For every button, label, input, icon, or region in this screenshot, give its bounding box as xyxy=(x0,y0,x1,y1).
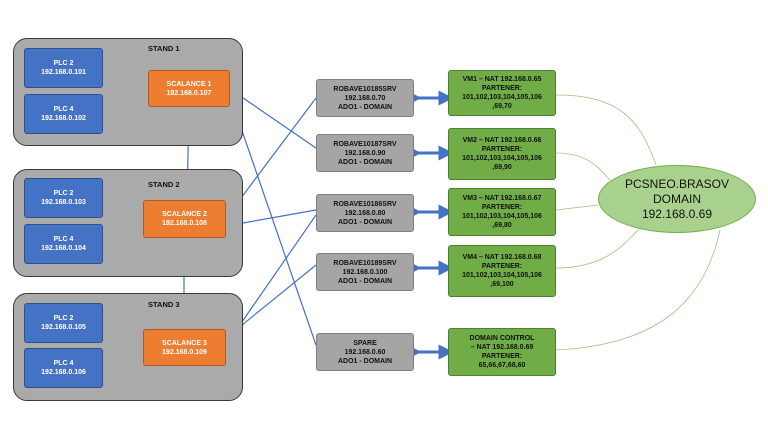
server-name: ROBAVE10187SRV xyxy=(333,140,397,148)
vm-box: VM3 – NAT 192.168.0.67 PARTENER: 101,102… xyxy=(448,188,556,236)
server-name: ROBAVE10189SRV xyxy=(333,259,397,267)
vm-partener-label: PARTENER: xyxy=(481,146,523,153)
scalance-box: SCALANCE 3 192.168.0.109 xyxy=(143,329,226,366)
scalance-ip: 192.168.0.108 xyxy=(162,220,207,227)
plc-name: PLC 2 xyxy=(53,315,74,322)
plc-name: PLC 2 xyxy=(53,60,74,67)
link-vm-domain xyxy=(555,204,599,211)
server-ip: 192.168.0.60 xyxy=(344,348,386,356)
plc-box: PLC 4 192.168.0.106 xyxy=(24,348,103,388)
stand-label: STAND 1 xyxy=(148,44,180,53)
link-vm-domain xyxy=(555,229,721,351)
server-ip: 192.168.0.90 xyxy=(344,149,386,157)
vm-partener-label: PARTENER: xyxy=(481,263,523,270)
plc-name: PLC 4 xyxy=(53,106,74,113)
server-domain: ADO1 - DOMAIN xyxy=(337,218,393,226)
plc-ip: 192.168.0.102 xyxy=(41,115,86,122)
vm-title: VM1 – NAT 192.168.0.65 xyxy=(462,76,542,83)
scalance-name: SCALANCE 3 xyxy=(162,339,207,347)
vm-partener-label: PARTENER: xyxy=(481,85,523,92)
vm-title: VM2 – NAT 192.168.0.66 xyxy=(462,137,542,144)
vm-partener-label: PARTENER: xyxy=(481,204,523,211)
link-scalance-server xyxy=(229,95,317,346)
vm-box: DOMAIN CONTROL – NAT 192.168.0.69 PARTEN… xyxy=(448,328,556,376)
server-box: ROBAVE10187SRV 192.168.0.90 ADO1 - DOMAI… xyxy=(316,134,414,172)
scalance-box: SCALANCE 2 192.168.0.108 xyxy=(143,200,226,238)
vm-box: VM1 – NAT 192.168.0.65 PARTENER: 101,102… xyxy=(448,70,556,116)
server-domain: ADO1 - DOMAIN xyxy=(337,103,393,111)
plc-box: PLC 2 192.168.0.105 xyxy=(24,303,103,343)
server-ip: 192.168.0.80 xyxy=(344,209,386,217)
vm-partener-list: 101,102,103,104,105,106 xyxy=(462,94,542,101)
plc-name: PLC 2 xyxy=(53,190,74,197)
server-name: ROBAVE10185SRV xyxy=(333,85,397,93)
server-ip: 192.168.0.100 xyxy=(342,268,388,276)
server-box: ROBAVE10186SRV 192.168.0.80 ADO1 - DOMAI… xyxy=(316,194,414,232)
vm-partener-list: 65,66,67,68,60 xyxy=(478,362,526,369)
server-box: ROBAVE10189SRV 192.168.0.100 ADO1 - DOMA… xyxy=(316,253,414,291)
vm-partener-list: ,69,80 xyxy=(492,222,512,229)
vm-partener-list: ,69,70 xyxy=(492,103,512,110)
vm-partener-list: 101,102,103,104,105,106 xyxy=(462,213,542,220)
stand-label: STAND 3 xyxy=(148,300,180,309)
plc-ip: 192.168.0.103 xyxy=(41,199,86,206)
vm-title: DOMAIN CONTROL xyxy=(469,335,535,342)
domain-name: PCSNEO.BRASOV xyxy=(624,176,730,191)
server-domain: ADO1 - DOMAIN xyxy=(337,158,393,166)
server-ip: 192.168.0.70 xyxy=(344,94,386,102)
vm-partener-label: – NAT 192.168.0.69 xyxy=(470,344,534,351)
scalance-ip: 192.168.0.107 xyxy=(166,89,212,97)
plc-box: PLC 2 192.168.0.101 xyxy=(24,48,103,88)
plc-ip: 192.168.0.104 xyxy=(41,245,86,252)
vm-title: VM4 – NAT 192.168.0.68 xyxy=(462,254,542,261)
scalance-box: SCALANCE 1 192.168.0.107 xyxy=(148,70,230,107)
plc-box: PLC 4 192.168.0.102 xyxy=(24,94,103,134)
vm-partener-list: ,69,90 xyxy=(492,164,512,171)
link-scalance-server xyxy=(229,88,317,149)
domain-ellipse: PCSNEO.BRASOV DOMAIN 192.168.0.69 xyxy=(598,165,756,233)
vm-title: VM3 – NAT 192.168.0.67 xyxy=(462,195,542,202)
server-box: SPARE 192.168.0.60 ADO1 - DOMAIN xyxy=(316,333,414,371)
vm-partener-list: PARTENER: xyxy=(481,353,523,360)
scalance-name: SCALANCE 1 xyxy=(166,80,212,88)
scalance-ip: 192.168.0.109 xyxy=(162,348,207,356)
link-vm-domain xyxy=(555,227,641,269)
plc-ip: 192.168.0.105 xyxy=(41,324,86,331)
server-domain: ADO1 - DOMAIN xyxy=(337,357,393,365)
server-name: SPARE xyxy=(353,339,377,347)
server-domain: ADO1 - DOMAIN xyxy=(337,277,393,285)
vm-partener-list: 101,102,103,104,105,106 xyxy=(462,155,542,162)
link-vm-domain xyxy=(555,94,657,166)
plc-box: PLC 4 192.168.0.104 xyxy=(24,224,103,264)
scalance-name: SCALANCE 2 xyxy=(162,211,207,218)
vm-box: VM4 – NAT 192.168.0.68 PARTENER: 101,102… xyxy=(448,245,556,297)
vm-partener-list: ,69,100 xyxy=(490,281,514,288)
domain-label: DOMAIN xyxy=(653,191,701,206)
link-vm-domain xyxy=(555,152,611,181)
plc-ip: 192.168.0.106 xyxy=(41,369,86,376)
vm-box: VM2 – NAT 192.168.0.66 PARTENER: 101,102… xyxy=(448,128,556,180)
plc-name: PLC 4 xyxy=(53,360,74,367)
server-box: ROBAVE10185SRV 192.168.0.70 ADO1 - DOMAI… xyxy=(316,79,414,117)
plc-name: PLC 4 xyxy=(53,236,74,243)
plc-ip: 192.168.0.101 xyxy=(41,69,86,76)
domain-ip: 192.168.0.69 xyxy=(641,206,713,221)
vm-partener-list: 101,102,103,104,105,106 xyxy=(462,272,542,279)
server-name: ROBAVE10186SRV xyxy=(333,200,397,208)
stand-label: STAND 2 xyxy=(148,180,180,189)
plc-box: PLC 2 192.168.0.103 xyxy=(24,178,103,218)
